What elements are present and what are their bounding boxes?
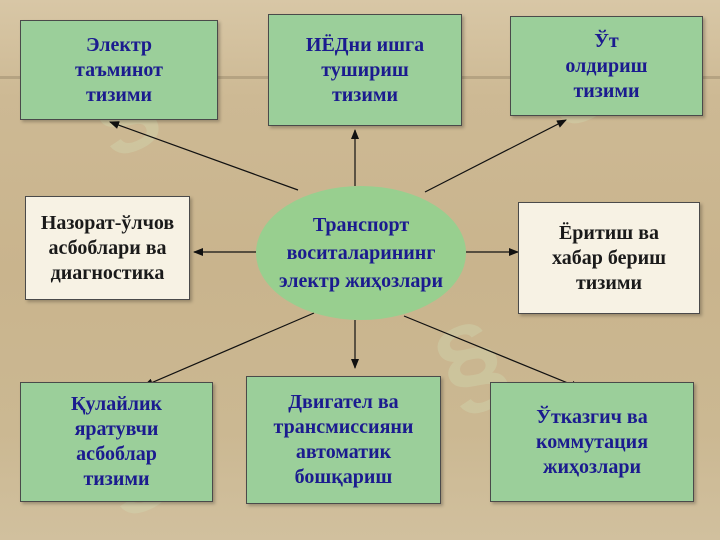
arrow-to-wiring (403, 315, 581, 389)
center-node: Транспорт воситаларининг электр жиҳозлар… (256, 186, 466, 320)
node-lighting: Ёритиш ва хабар бериш тизими (518, 202, 700, 314)
node-engine-control: Двигател ва трансмиссияни автоматик бошқ… (246, 376, 441, 504)
arrow-to-power-supply (109, 121, 299, 191)
arrow-to-comfort (143, 312, 315, 387)
node-measurement: Назорат-ўлчов асбоблари ва диагностика (25, 196, 190, 300)
node-ice-start: ИЁДни ишга тушириш тизими (268, 14, 462, 126)
node-wiring: Ўтказгич ва коммутация жиҳозлари (490, 382, 694, 502)
node-ignition: Ўт олдириш тизими (510, 16, 703, 116)
arrow-to-ignition (424, 119, 567, 193)
node-comfort: Қулайлик яратувчи асбоблар тизими (20, 382, 213, 502)
node-power-supply: Электр таъминот тизими (20, 20, 218, 120)
